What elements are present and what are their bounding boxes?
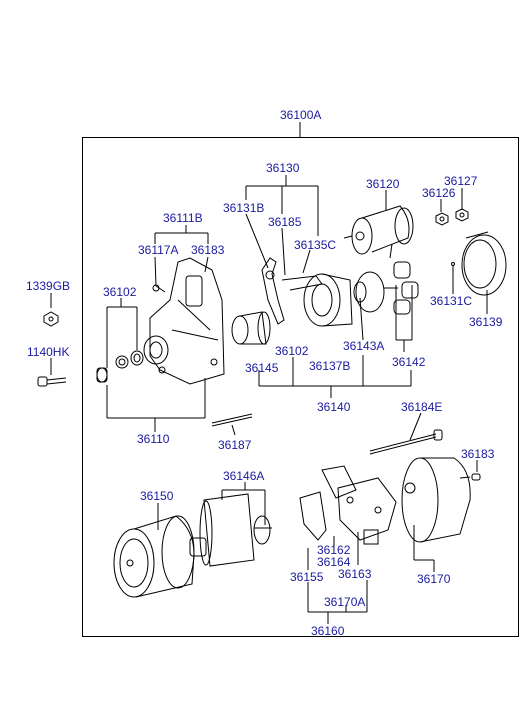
bolt-36184E: [369, 429, 443, 455]
part-label-36160: 36160: [311, 624, 345, 638]
part-label-36143A: 36143A: [343, 339, 385, 353]
part-label-36187: 36187: [218, 438, 252, 452]
part-label-36120: 36120: [366, 177, 400, 191]
pinion-36145: [231, 311, 271, 345]
pin-36131C: [451, 262, 455, 272]
part-label-36170A: 36170A: [324, 595, 366, 609]
gears-36142: [393, 261, 419, 315]
housing-36110: [143, 257, 225, 385]
bolt-1140HK: [37, 376, 67, 387]
nut-36126: [435, 212, 449, 226]
part-label-36117A: 36117A: [138, 243, 179, 257]
part-label-36127: 36127: [444, 174, 478, 188]
yoke-36150: [113, 515, 195, 598]
part-label-36163: 36163: [338, 567, 372, 581]
part-label-36183-top: 36183: [191, 243, 225, 257]
part-label-1339GB: 1339GB: [26, 279, 71, 293]
part-label-36100A: 36100A: [280, 108, 322, 122]
part-label-36170: 36170: [417, 572, 451, 586]
part-label-36102-mid: 36102: [275, 344, 309, 358]
part-label-36126: 36126: [422, 186, 456, 200]
part-label-36139: 36139: [469, 315, 503, 329]
solenoid-36120: [343, 205, 414, 259]
cover-36139: [461, 231, 507, 296]
part-label-36102-left: 36102: [103, 285, 137, 299]
part-label-36131C: 36131C: [430, 294, 473, 308]
assembly-frame: [82, 137, 519, 637]
part-label-36162: 36162: [317, 543, 351, 557]
gear-36137B: [303, 273, 353, 327]
part-label-36131B: 36131B: [223, 201, 265, 215]
bushing-36102: [96, 350, 144, 383]
nut-1339GB: [43, 311, 59, 327]
brush-holder-36160: [299, 465, 397, 545]
nut-36127: [455, 208, 469, 222]
part-label-36164: 36164: [317, 555, 351, 569]
part-label-36150: 36150: [140, 489, 174, 503]
part-label-1140HK: 1140HK: [27, 345, 70, 359]
part-label-36142: 36142: [392, 355, 426, 369]
part-label-36145: 36145: [245, 361, 279, 375]
part-label-36185: 36185: [268, 215, 302, 229]
shaft-36143A: [353, 271, 398, 313]
part-label-36137B: 36137B: [309, 359, 351, 373]
part-label-36130: 36130: [266, 161, 300, 175]
part-label-36146A: 36146A: [223, 469, 265, 483]
part-label-36183-right: 36183: [461, 447, 495, 461]
bolt-36117A: [152, 284, 166, 293]
rod-36187: [211, 413, 253, 427]
screw-36183: [459, 473, 481, 481]
part-label-36110: 36110: [137, 432, 170, 446]
part-label-36135C: 36135C: [294, 238, 337, 252]
part-label-36111B: 36111B: [163, 211, 203, 225]
leader-lines: [50, 122, 488, 624]
part-label-36155: 36155: [290, 570, 324, 584]
armature-36146A: [189, 493, 272, 567]
part-label-36140: 36140: [317, 400, 351, 414]
part-label-36184E: 36184E: [401, 400, 443, 414]
